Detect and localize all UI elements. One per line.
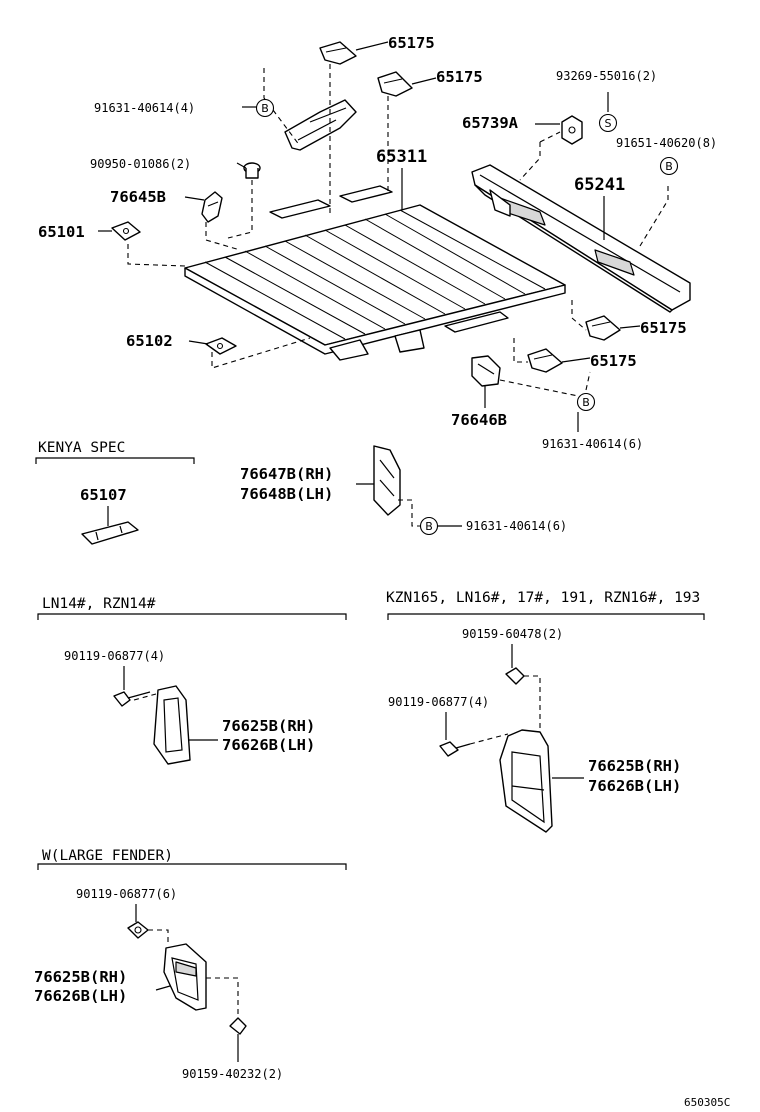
- section-kenya-spec: KENYA SPEC: [38, 440, 125, 456]
- screw-90159-b: [229, 1017, 247, 1046]
- kzn165-bracket-line: [387, 613, 705, 620]
- main-circles: B S B B B: [255, 98, 679, 536]
- label-90950: 90950-01086(2): [90, 157, 191, 171]
- dash-90119-b: [469, 733, 509, 745]
- bracket-65101: [111, 221, 141, 241]
- label-76647b: 76647B(RH): [240, 465, 333, 483]
- label-76626b-c: 76626B(LH): [34, 987, 127, 1005]
- bolt-90119-a: [113, 691, 151, 707]
- clip-65739a: [561, 115, 583, 145]
- bracket-76646b: [471, 355, 501, 387]
- main-dashed-lines: [127, 64, 669, 397]
- label-76625b-c: 76625B(RH): [34, 968, 127, 986]
- label-76625b-b: 76625B(RH): [588, 757, 681, 775]
- pad-65175-b: [377, 71, 413, 97]
- section-kzn165: KZN165, LN16#, 17#, 191, RZN16#, 193: [386, 590, 700, 606]
- figure-code: 650305C: [684, 1096, 730, 1109]
- label-91631-a: 91631-40614(4): [94, 101, 195, 115]
- label-76626b-b: 76626B(LH): [588, 777, 681, 795]
- circle-b-1: B: [261, 102, 269, 115]
- label-65175-b: 65175: [436, 68, 483, 86]
- section-large-fender: W(LARGE FENDER): [42, 848, 173, 864]
- upper-bracket: [284, 99, 357, 151]
- bracket-76647b: [373, 445, 401, 516]
- label-65739a: 65739A: [462, 114, 519, 132]
- pad-65175-d: [527, 348, 563, 373]
- section-ln14: LN14#, RZN14#: [42, 596, 156, 612]
- label-76646b: 76646B: [451, 411, 507, 429]
- dash-90159-b: [206, 977, 239, 1018]
- leader-76625b-c: [155, 985, 171, 991]
- bolt-90119-c: [127, 921, 149, 939]
- label-76626b-a: 76626B(LH): [222, 736, 315, 754]
- large-fender-bracket-line: [37, 863, 347, 870]
- bracket-76645b: [201, 191, 223, 223]
- label-65175-c: 65175: [640, 319, 687, 337]
- bracket-65107: [81, 521, 139, 545]
- mudguard-76625b-c: [163, 943, 207, 1011]
- circle-b-3: B: [582, 396, 590, 409]
- grommet-90950: [243, 162, 261, 179]
- label-90119-c: 90119-06877(6): [76, 887, 177, 901]
- dash-90119-a: [133, 693, 157, 701]
- label-76625b-a: 76625B(RH): [222, 717, 315, 735]
- screw-90159-a: [505, 667, 525, 685]
- main-leaders: [98, 41, 641, 432]
- ln14-bracket-line: [37, 613, 347, 620]
- label-90119-a: 90119-06877(4): [64, 649, 165, 663]
- label-65102: 65102: [126, 332, 173, 350]
- label-91651: 91651-40620(8): [616, 136, 717, 150]
- label-90119-b: 90119-06877(4): [388, 695, 489, 709]
- label-65175-a: 65175: [388, 34, 435, 52]
- label-93269: 93269-55016(2): [556, 69, 657, 83]
- label-90159-a: 90159-60478(2): [462, 627, 563, 641]
- mudguard-76625b-a: [153, 685, 191, 765]
- circle-s-1: S: [605, 117, 612, 130]
- dash-90119-c: [148, 929, 169, 944]
- label-76648b: 76648B(LH): [240, 485, 333, 503]
- kenya-bracket-line: [35, 457, 195, 464]
- label-65311: 65311: [376, 147, 427, 167]
- label-65241: 65241: [574, 175, 625, 195]
- dash-90159-a: [524, 675, 541, 730]
- label-65107: 65107: [80, 486, 127, 504]
- label-90159-b: 90159-40232(2): [182, 1067, 283, 1081]
- circle-b-4: B: [425, 520, 433, 533]
- circle-b-2: B: [665, 160, 673, 173]
- bracket-65102: [205, 337, 237, 355]
- pad-65175-a: [319, 41, 357, 65]
- label-91631-b: 91631-40614(6): [542, 437, 643, 451]
- label-65101: 65101: [38, 223, 85, 241]
- label-65175-d: 65175: [590, 352, 637, 370]
- rear-sill-65241: [471, 164, 691, 313]
- mudguard-76625b-b: [499, 729, 553, 833]
- label-91631-c: 91631-40614(6): [466, 519, 567, 533]
- bolt-90119-b: [439, 741, 471, 757]
- label-76645b: 76645B: [110, 188, 166, 206]
- floor-panel-65311: [184, 185, 566, 361]
- dash-76647b: [398, 499, 420, 527]
- pad-65175-c: [585, 315, 621, 341]
